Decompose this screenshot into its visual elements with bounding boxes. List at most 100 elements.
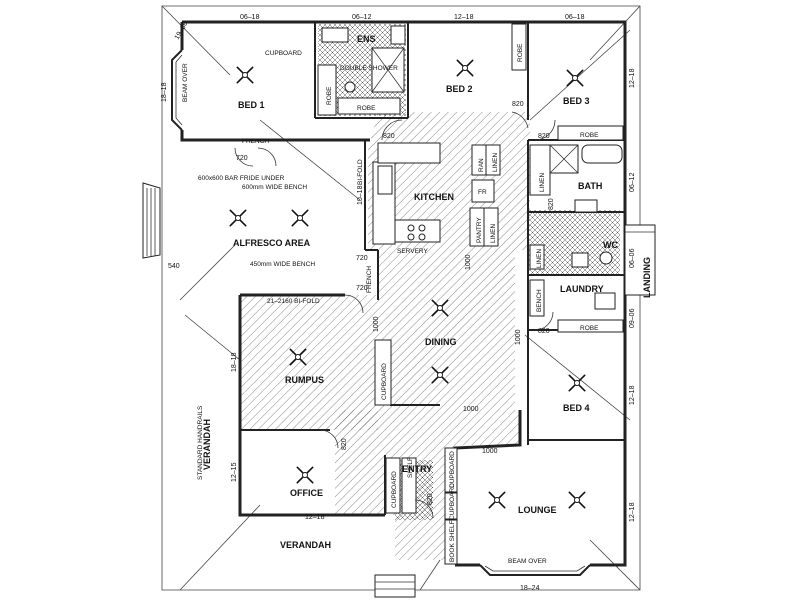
dim-kitchen-bench: 10–18 [357, 185, 364, 205]
ceiling-fan-icon [229, 209, 247, 227]
room-bath: BATH [578, 181, 602, 191]
note-linen-c: LINEN [539, 173, 546, 192]
dim-opening-1000-d: 1000 [482, 448, 498, 455]
room-dining: DINING [425, 337, 457, 347]
note-bifold-kitchen: BI-FOLD [357, 159, 364, 185]
ceiling-fan-icon [431, 366, 449, 384]
dim-opening-1000-c: 1000 [463, 406, 479, 413]
dim-lounge-width: 18–24 [520, 585, 540, 592]
ceiling-fan-icon [291, 209, 309, 227]
dim-office-width: 12–18 [305, 514, 325, 521]
ceiling-fan-icon [289, 348, 307, 366]
note-robe-bath: ROBE [580, 132, 599, 139]
room-verandah-bottom: VERANDAH [280, 540, 331, 550]
ceiling-fan-icon [296, 466, 314, 484]
room-alfresco: ALFRESCO AREA [233, 238, 311, 248]
note-cupboard-ens: CUPBOARD [265, 50, 302, 57]
note-robe-bed4: ROBE [580, 325, 599, 332]
ceiling-fan-icon [431, 299, 449, 317]
note-book-shelf: BOOK SHELF [449, 520, 456, 562]
dim-opening-1000-b: 1000 [373, 316, 380, 332]
note-bifold-rumpus: 21–2160 BI-FOLD [267, 298, 320, 305]
dim-opening-1000-e: 1000 [515, 329, 522, 345]
dim-bed3-depth: 12–18 [629, 68, 636, 88]
dim-bed3-width: 06–18 [565, 14, 585, 21]
dim-door-720-c: 720 [356, 285, 368, 292]
note-wide-bench: 600mm WIDE BENCH [242, 184, 307, 191]
dim-bed2-width: 12–18 [454, 14, 474, 21]
ceiling-fan-icon [236, 66, 254, 84]
room-verandah-side: VERANDAH [202, 419, 212, 470]
note-cupboard-entry: CUPBOARD [449, 451, 456, 488]
ceiling-fan-icon [456, 59, 474, 77]
note-robe2: ROBE [517, 43, 524, 62]
plan-notes: CUPBOARD DOUBLE SHOWER ROBE ROBE ROBE RO… [182, 43, 599, 565]
note-french-mid: FRENCH [366, 266, 373, 293]
room-ens: ENS [357, 34, 376, 44]
room-office: OFFICE [290, 488, 323, 498]
ceiling-fan-icon [568, 374, 586, 392]
dim-door-820-a: 820 [383, 133, 395, 140]
dim-office-depth: 12–15 [231, 462, 238, 482]
dim-door-820-d: 820 [538, 328, 550, 335]
note-fr: FR [478, 189, 487, 196]
dim-door-820-b: 820 [512, 101, 524, 108]
dim-bed1-width: 06–18 [240, 14, 260, 21]
room-bed1: BED 1 [238, 100, 265, 110]
ceiling-fan-icon [488, 491, 506, 509]
room-laundry: LAUNDRY [560, 284, 604, 294]
roof-outline [161, 5, 641, 591]
dim-bath-depth: 06–12 [629, 172, 636, 192]
dim-laundry-depth: 09–06 [629, 308, 636, 328]
dim-door-820-f: 820 [548, 198, 555, 210]
dim-rumpus-depth: 18–18 [231, 352, 238, 372]
note-servery: SERVERY [397, 248, 428, 255]
ceiling-fan-icon [568, 491, 586, 509]
note-pantry: PANTRY [476, 217, 483, 243]
room-kitchen: KITCHEN [414, 192, 454, 202]
note-linen-b: LINEN [492, 153, 499, 172]
dim-bed4-depth: 12–18 [629, 385, 636, 405]
ceiling-fan-icon [566, 69, 584, 87]
fan-layer [229, 59, 586, 509]
room-bed3: BED 3 [563, 96, 590, 106]
note-bench-450: 450mm WIDE BENCH [250, 261, 315, 268]
note-ran: RAN [478, 158, 485, 172]
note-linen-d: LINEN [536, 249, 543, 268]
note-linen-a: LINEN [490, 224, 497, 243]
note-bench-laundry: BENCH [536, 289, 543, 312]
note-robe1: ROBE [357, 105, 376, 112]
note-cupboard-office: CUPBOARD [391, 471, 398, 508]
dim-door-720-b: 720 [356, 255, 368, 262]
dim-door-720-a: 720 [236, 155, 248, 162]
dim-bed1-bay: 18–18 [161, 82, 168, 102]
room-rumpus: RUMPUS [285, 375, 324, 385]
note-cupboard-entry2: CUPBOARD [449, 483, 456, 520]
dim-door-820-c: 820 [538, 133, 550, 140]
room-bed2: BED 2 [446, 84, 473, 94]
note-robe1-side: ROBE [326, 86, 333, 105]
room-bed4: BED 4 [563, 403, 590, 413]
dimension-labels: 06–18 06–12 12–18 06–18 12–18 18–18 19–3… [161, 14, 636, 592]
room-wc: WC [603, 240, 618, 250]
dim-ens-width: 06–12 [352, 14, 372, 21]
dim-lounge-depth: 12–18 [629, 502, 636, 522]
note-beam-over-bottom: BEAM OVER [508, 558, 547, 565]
note-beam-over-left: BEAM OVER [182, 63, 189, 102]
note-handrails: STANDARD HANDRAILS [197, 405, 204, 480]
dim-door-820-g: 820 [427, 493, 434, 505]
dim-door-820-e: 820 [341, 438, 348, 450]
room-landing: LANDING [642, 257, 652, 298]
door-swings [234, 111, 556, 519]
room-lounge: LOUNGE [518, 505, 557, 515]
note-french-top: FRENCH [242, 138, 269, 145]
dim-alfresco-step: 540 [168, 263, 180, 270]
room-entry: ENTRY [402, 464, 432, 474]
note-shower: DOUBLE SHOWER [340, 65, 398, 72]
note-cupboard-rumpus: CUPBOARD [381, 363, 388, 400]
room-labels: BED 1 ENS BED 2 BED 3 KITCHEN BATH WC AL… [202, 34, 652, 550]
dim-opening-1000-a: 1000 [465, 254, 472, 270]
fixtures [142, 23, 656, 598]
note-shelf: SHELF [407, 457, 414, 478]
